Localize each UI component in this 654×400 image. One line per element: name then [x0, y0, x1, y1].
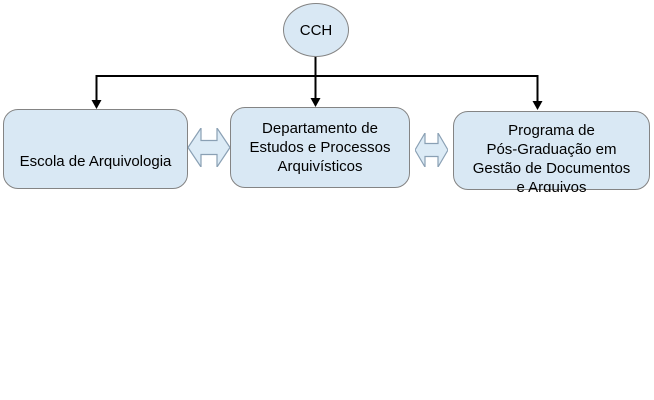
org-node-label-line: Gestão de Documentos	[472, 160, 631, 177]
arrowhead-down-icon	[91, 100, 102, 109]
org-node-label-line-clipped: e Arquivos	[516, 179, 587, 192]
org-node-label-line: Escola de Arquivologia	[19, 153, 172, 170]
double-arrow-icon	[188, 128, 230, 167]
org-node-programa-pos-graduacao: Programa de Pós-Graduação em Gestão de D…	[453, 111, 650, 192]
double-arrow-icon	[415, 133, 448, 167]
org-node-label-line: Estudos e Processos	[249, 139, 391, 156]
double-arrow-shape	[188, 128, 230, 167]
org-node-cch: CCH	[283, 3, 349, 57]
org-node-label-line: Programa de	[508, 122, 595, 139]
double-arrow-shape	[415, 133, 448, 167]
arrowhead-down-icon	[310, 98, 321, 107]
org-node-label-line: Pós-Graduação em	[486, 141, 617, 158]
arrowhead-down-icon	[532, 101, 543, 110]
org-node-departamento-estudos: Departamento de Estudos e Processos Arqu…	[230, 107, 410, 188]
org-node-cch-label: CCH	[299, 21, 333, 39]
org-node-label-line: Departamento de	[262, 120, 378, 137]
org-node-text-clip: Programa de Pós-Graduação em Gestão de D…	[454, 112, 649, 192]
org-node-escola-de-arquivologia: Escola de Arquivologia	[3, 109, 188, 189]
org-node-label-line: Arquivísticos	[277, 158, 363, 175]
